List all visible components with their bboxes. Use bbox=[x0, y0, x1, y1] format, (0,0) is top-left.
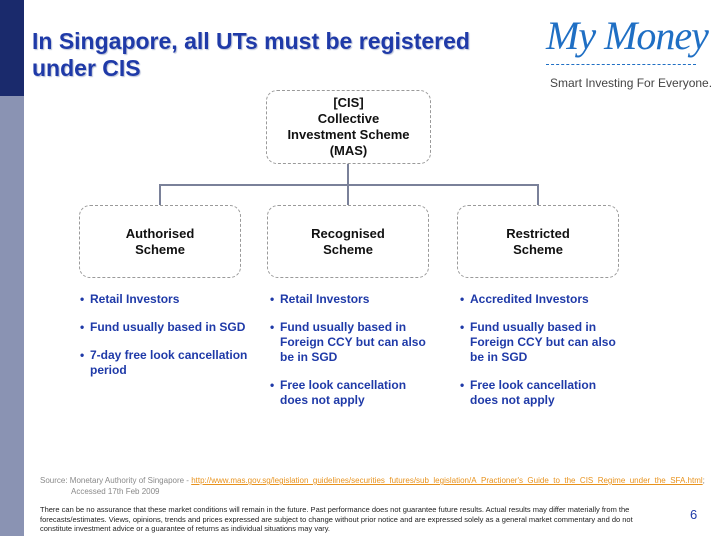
scheme-line: Scheme bbox=[323, 241, 373, 257]
bullet-item: Free look cancellation does not apply bbox=[460, 378, 625, 408]
source-note: Source: Monetary Authority of Singapore … bbox=[40, 475, 705, 497]
connector-recognised bbox=[347, 184, 349, 205]
scheme-line: Restricted bbox=[506, 225, 570, 241]
connector-horizontal bbox=[159, 184, 539, 186]
bullet-item: Retail Investors bbox=[270, 292, 435, 307]
connector-restricted bbox=[537, 184, 539, 205]
slide-title: In Singapore, all UTs must be registered… bbox=[32, 28, 470, 81]
scheme-line: Scheme bbox=[513, 241, 563, 257]
recognised-bullet-list: Retail Investors Fund usually based in F… bbox=[270, 292, 435, 421]
bullet-item: Fund usually based in Foreign CCY but ca… bbox=[460, 320, 625, 365]
disclaimer-text: There can be no assurance that these mar… bbox=[40, 505, 633, 533]
bullet-item: Fund usually based in Foreign CCY but ca… bbox=[270, 320, 435, 365]
root-line: (MAS) bbox=[329, 143, 368, 158]
restricted-bullet-list: Accredited Investors Fund usually based … bbox=[460, 292, 625, 421]
root-line: [CIS] bbox=[333, 95, 364, 110]
cis-root-box: [CIS] Collective Investment Scheme (MAS) bbox=[266, 90, 431, 164]
recognised-scheme-box: Recognised Scheme bbox=[267, 205, 429, 278]
sidebar-accent-bottom bbox=[0, 96, 24, 536]
authorised-scheme-box: Authorised Scheme bbox=[79, 205, 241, 278]
brand-logo: My Money Smart Investing For Everyone. bbox=[540, 12, 713, 97]
source-accessed: Accessed 17th Feb 2009 bbox=[71, 487, 160, 496]
source-suffix: ; bbox=[702, 476, 705, 485]
source-link[interactable]: http://www.mas.gov.sg/legislation_guidel… bbox=[191, 476, 703, 485]
logo-tagline: Smart Investing For Everyone. bbox=[550, 76, 713, 90]
bullet-item: Free look cancellation does not apply bbox=[270, 378, 435, 408]
scheme-line: Authorised bbox=[125, 225, 195, 241]
scheme-line: Scheme bbox=[135, 241, 185, 257]
bullet-item: Fund usually based in SGD bbox=[80, 320, 260, 335]
connector-root-down bbox=[347, 164, 349, 185]
connector-authorised bbox=[159, 184, 161, 205]
scheme-line: Recognised bbox=[311, 225, 385, 241]
restricted-scheme-box: Restricted Scheme bbox=[457, 205, 619, 278]
authorised-bullet-list: Retail Investors Fund usually based in S… bbox=[80, 292, 260, 391]
root-line: Collective bbox=[317, 111, 380, 126]
logo-wordmark: My Money bbox=[546, 13, 709, 58]
bullet-item: Accredited Investors bbox=[460, 292, 625, 307]
source-prefix: Source: Monetary Authority of Singapore … bbox=[40, 476, 192, 485]
root-line: Investment Scheme bbox=[287, 127, 410, 142]
bullet-item: Retail Investors bbox=[80, 292, 260, 307]
sidebar-accent-top bbox=[0, 0, 24, 96]
bullet-item: 7-day free look cancellation period bbox=[80, 348, 260, 378]
page-number: 6 bbox=[690, 507, 698, 522]
logo-underline bbox=[546, 64, 696, 65]
